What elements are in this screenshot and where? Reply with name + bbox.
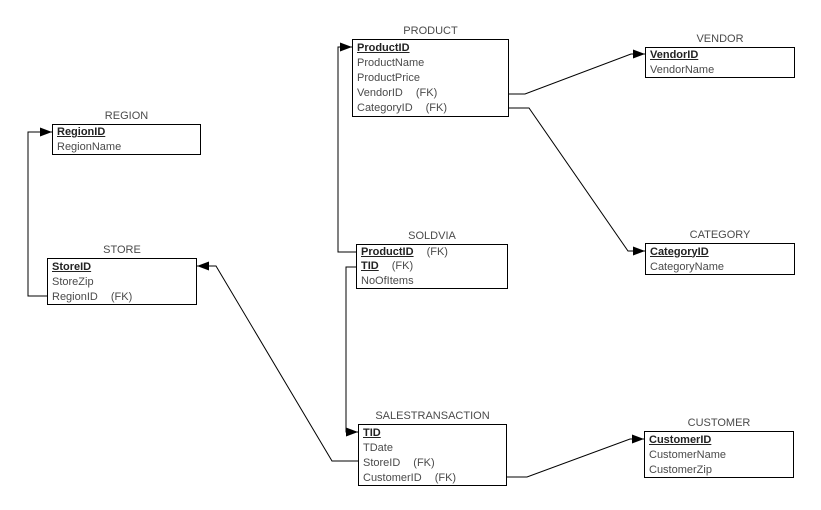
attribute-name-pk: ProductID [357, 41, 410, 54]
fk-label: (FK) [434, 471, 457, 484]
entity-title-category: CATEGORY [689, 229, 751, 241]
fk-label: (FK) [415, 87, 438, 100]
attribute-row-vendor-vendorname: VendorName [650, 63, 794, 78]
attribute-row-store-storezip: StoreZip [52, 274, 196, 289]
connector-product-to-vendor [509, 49, 645, 95]
attribute-name-pk: CustomerID [649, 433, 712, 446]
connector-salestransaction-to-store [197, 261, 358, 462]
entity-box-category: CategoryID CategoryName [645, 243, 795, 275]
fk-label: (FK) [110, 290, 133, 303]
entity-title-store: STORE [103, 244, 141, 256]
attribute-name: TDate [363, 441, 393, 454]
attribute-name-pk: ProductID [361, 246, 414, 259]
attribute-row-product-vendorid: VendorID (FK) [357, 86, 508, 101]
entity-title-product: PRODUCT [403, 25, 458, 37]
connector-soldvia-to-product [337, 42, 356, 253]
attribute-name: CustomerZip [649, 463, 712, 476]
attribute-name-pk: CategoryID [650, 245, 709, 258]
attribute-row-product-productname: ProductName [357, 55, 508, 70]
attribute-row-store-regionid: RegionID (FK) [52, 289, 196, 304]
attribute-row-customer-customername: CustomerName [649, 447, 793, 462]
attribute-name: RegionID [52, 290, 98, 303]
attribute-row-product-productprice: ProductPrice [357, 70, 508, 85]
attribute-row-product-categoryid: CategoryID (FK) [357, 101, 508, 116]
attribute-name-pk: StoreID [52, 260, 92, 273]
fk-label: (FK) [426, 246, 448, 259]
attribute-name: ProductPrice [357, 72, 420, 84]
attribute-name: CustomerName [649, 448, 727, 461]
attribute-row-salestransaction-tid: TID [363, 425, 506, 440]
attribute-name: RegionName [57, 140, 122, 153]
attribute-row-customer-customerzip: CustomerZip [649, 462, 793, 477]
attribute-name: ProductName [357, 56, 425, 69]
attribute-row-region-regionid: RegionID [57, 125, 200, 140]
entity-title-customer: CUSTOMER [687, 417, 751, 429]
entity-title-region: REGION [104, 110, 149, 122]
attribute-row-soldvia-productid: ProductID (FK) [361, 245, 507, 259]
attribute-name-pk: TID [363, 426, 381, 439]
attribute-name: VendorName [650, 63, 715, 76]
fk-label: (FK) [413, 456, 435, 469]
attribute-row-salestransaction-customerid: CustomerID (FK) [363, 470, 506, 485]
attribute-row-product-productid: ProductID [357, 40, 508, 55]
attribute-row-vendor-vendorid: VendorID [650, 48, 794, 63]
entity-title-vendor: VENDOR [696, 33, 744, 45]
attribute-name: StoreID [363, 456, 401, 469]
attribute-name-pk: TID [361, 260, 379, 273]
attribute-name: StoreZip [52, 275, 94, 288]
attribute-name: NoOfItems [361, 274, 414, 287]
connector-salestransaction-to-customer [507, 434, 644, 478]
fk-label: (FK) [391, 260, 414, 273]
entity-title-salestransaction: SALESTRANSACTION [375, 410, 490, 422]
attribute-row-soldvia-tid: TID (FK) [361, 259, 507, 273]
attribute-row-store-storeid: StoreID [52, 259, 196, 274]
attribute-row-salestransaction-tdate: TDate [363, 440, 506, 455]
attribute-name: VendorID [357, 87, 403, 100]
connector-product-to-category [509, 107, 645, 256]
attribute-name: CustomerID [363, 471, 422, 484]
connector-soldvia-to-salestransaction [345, 266, 358, 437]
attribute-row-soldvia-noofitems: NoOfItems [361, 274, 507, 288]
attribute-name-pk: RegionID [57, 126, 106, 139]
attribute-row-category-categoryid: CategoryID [650, 244, 794, 259]
attribute-name: CategoryID [357, 102, 413, 115]
attribute-name-pk: VendorID [650, 49, 699, 62]
entity-title-soldvia: SOLDVIA [408, 230, 456, 242]
attribute-row-region-regionname: RegionName [57, 140, 200, 155]
attribute-row-customer-customerid: CustomerID [649, 432, 793, 447]
entity-box-soldvia: ProductID(FK)TID(FK)NoOfItems [356, 244, 508, 289]
connector-store-to-region [27, 127, 52, 297]
fk-label: (FK) [425, 102, 448, 115]
attribute-row-salestransaction-storeid: StoreID (FK) [363, 455, 506, 470]
attribute-name: CategoryName [650, 260, 724, 273]
attribute-row-category-categoryname: CategoryName [650, 259, 794, 274]
